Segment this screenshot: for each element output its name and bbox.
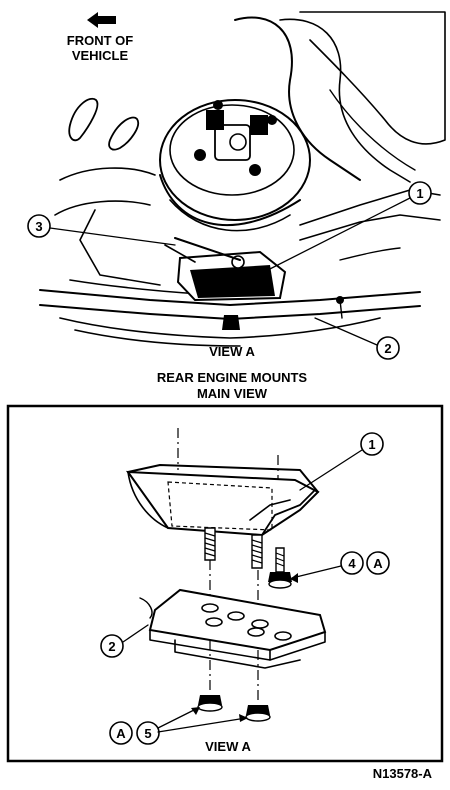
front-arrow-icon bbox=[87, 12, 116, 28]
callout-3-top: 3 bbox=[27, 214, 176, 246]
callout-4-detail: 4 A bbox=[290, 551, 390, 583]
top-view-label: VIEW A bbox=[209, 344, 255, 359]
figure-id: N13578-A bbox=[373, 766, 433, 781]
mount-stud-right bbox=[251, 534, 263, 569]
rear-engine-mount-detail bbox=[125, 464, 320, 537]
svg-text:4: 4 bbox=[348, 556, 356, 571]
crossmember-plate bbox=[139, 588, 327, 669]
ref-a-upper: A bbox=[373, 556, 383, 571]
callout-2-detail: 2 bbox=[100, 624, 149, 658]
ref-a-lower: A bbox=[116, 726, 126, 741]
svg-text:1: 1 bbox=[368, 437, 375, 452]
nut-left-icon bbox=[197, 695, 223, 712]
callout-5-detail: A 5 bbox=[109, 707, 248, 745]
caption-line1: REAR ENGINE MOUNTS bbox=[157, 370, 308, 385]
mount-stud-left bbox=[204, 527, 216, 561]
front-label-line2: VEHICLE bbox=[72, 48, 129, 63]
callout-2-top: 2 bbox=[314, 317, 400, 360]
detail-view-frame bbox=[6, 404, 444, 763]
svg-text:5: 5 bbox=[144, 726, 151, 741]
bolt-icon bbox=[268, 547, 292, 589]
detail-view: 1 4 A 2 A 5 VIEW A bbox=[6, 404, 444, 763]
svg-text:3: 3 bbox=[35, 219, 42, 234]
caption-line2: MAIN VIEW bbox=[197, 386, 268, 401]
callout-1-top: 1 bbox=[257, 181, 432, 276]
top-view: FRONT OF VEHICLE bbox=[27, 11, 446, 360]
svg-text:2: 2 bbox=[108, 639, 115, 654]
svg-text:2: 2 bbox=[384, 341, 391, 356]
callout-1-detail: 1 bbox=[299, 432, 384, 491]
rear-engine-mount-top bbox=[164, 237, 344, 330]
front-label-line1: FRONT OF bbox=[67, 33, 133, 48]
transmission-housing bbox=[159, 99, 311, 232]
detail-view-label: VIEW A bbox=[205, 739, 251, 754]
nut-right-icon bbox=[245, 705, 271, 722]
svg-text:1: 1 bbox=[416, 186, 423, 201]
vehicle-body-lines bbox=[39, 11, 446, 347]
